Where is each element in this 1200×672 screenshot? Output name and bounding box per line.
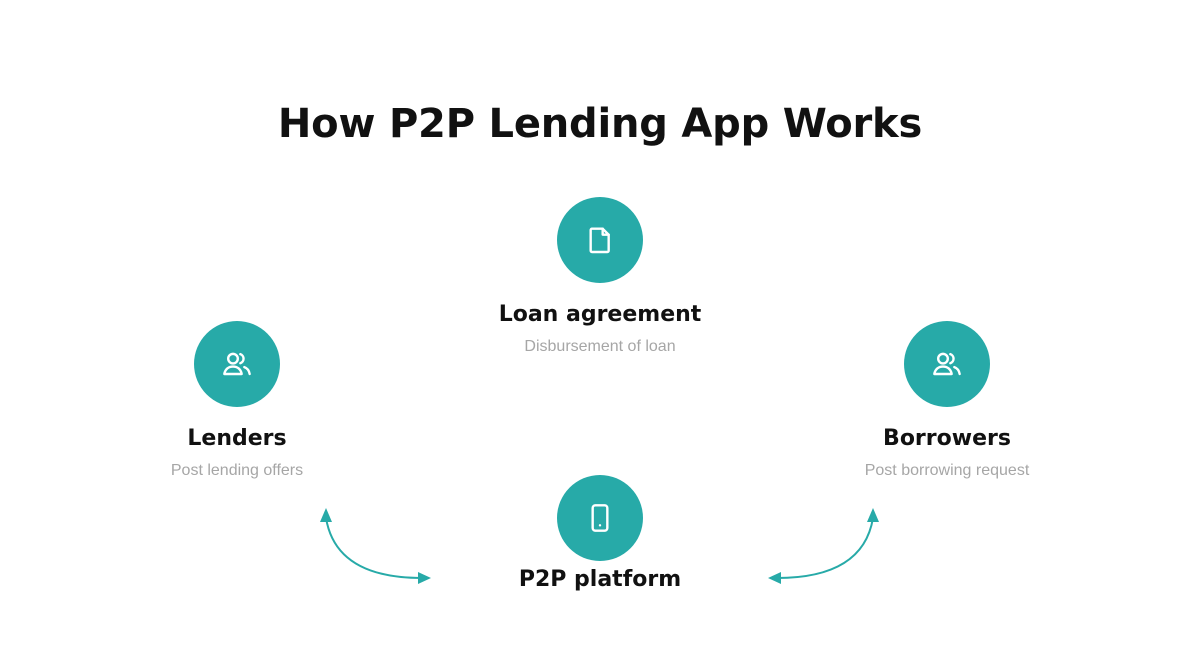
platform-title: P2P platform [518, 567, 682, 592]
borrowers-arrowhead [867, 508, 879, 522]
platform-left-arrowhead [418, 572, 431, 584]
loan-agreement-node: Loan agreement Disbursement of loan [440, 197, 760, 358]
loan-agreement-subtitle: Disbursement of loan [524, 338, 676, 355]
borrowers-node: Borrowers Post borrowing request [787, 321, 1107, 482]
borrowers-title: Borrowers [883, 426, 1011, 451]
lenders-arrowhead [320, 508, 332, 522]
loan-agreement-circle [557, 197, 643, 283]
lenders-circle [194, 321, 280, 407]
page-title: How P2P Lending App Works [277, 101, 923, 147]
document-icon [589, 227, 610, 254]
platform-circle [557, 475, 643, 561]
platform-right-arrowhead [768, 572, 781, 584]
borrowers-platform-arrow [776, 517, 874, 579]
smartphone-icon [591, 504, 609, 532]
users-icon [223, 352, 251, 376]
lenders-node: Lenders Post lending offers [77, 321, 397, 482]
borrowers-circle [904, 321, 990, 407]
loan-agreement-title: Loan agreement [498, 302, 702, 327]
lenders-subtitle: Post lending offers [170, 462, 304, 479]
lenders-platform-arrow [325, 517, 423, 579]
platform-node: P2P platform [440, 475, 760, 595]
lenders-title: Lenders [187, 426, 287, 451]
users-icon [933, 352, 961, 376]
borrowers-subtitle: Post borrowing request [864, 462, 1030, 479]
